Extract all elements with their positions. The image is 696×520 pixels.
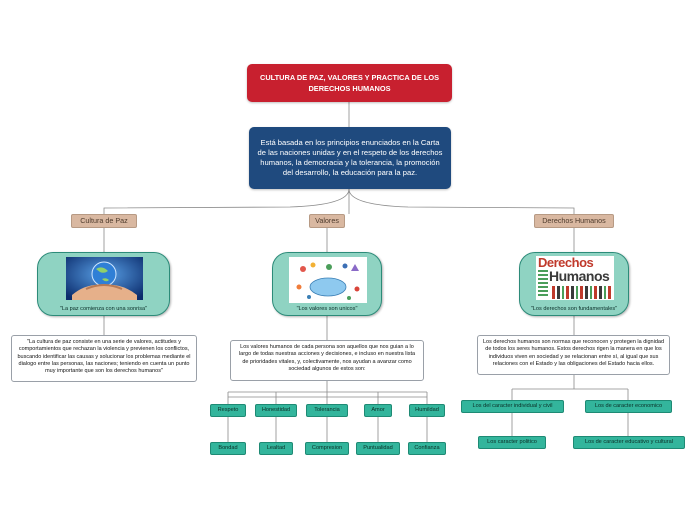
value-confianza[interactable]: Confianza (408, 442, 446, 455)
branch-valores[interactable]: Valores (309, 214, 345, 228)
word-cloud-image: Derechos Humanos (536, 256, 614, 300)
derechos-description[interactable]: Los derechos humanos son normas que reco… (477, 335, 670, 375)
rights-educativo-cultural[interactable]: Los de caracter educativo y cultural (573, 436, 685, 449)
value-bondad[interactable]: Bondad (210, 442, 246, 455)
value-lealtad[interactable]: Lealtad (259, 442, 293, 455)
word-cloud-filler (552, 286, 612, 299)
values-illustration-image (289, 257, 367, 303)
handshake-globe-image (66, 257, 143, 300)
map-title[interactable]: CULTURA DE PAZ, VALORES Y PRACTICA DE LO… (247, 64, 452, 102)
branch-derechos-humanos[interactable]: Derechos Humanos (534, 214, 614, 228)
paz-image-caption: "La paz comienza con una sonrisa" (59, 306, 148, 312)
value-tolerancia[interactable]: Tolerancia (306, 404, 348, 417)
paz-description[interactable]: "La cultura de paz consiste en una serie… (11, 335, 197, 382)
rights-politico[interactable]: Los caracter politico (478, 436, 546, 449)
word-cloud-derechos: Derechos (538, 256, 594, 270)
value-honestidad[interactable]: Honestidad (255, 404, 297, 417)
valores-description[interactable]: Los valores humanos de cada persona son … (230, 340, 424, 381)
derechos-image-caption: "Los derechos son fundamentales" (530, 306, 618, 312)
valores-image-card[interactable]: "Los valores son unicos" (272, 252, 382, 316)
branch-cultura-de-paz[interactable]: Cultura de Paz (71, 214, 137, 228)
value-humildad[interactable]: Humildad (409, 404, 445, 417)
valores-image-caption: "Los valores son unicos" (296, 306, 358, 312)
rights-individual-civil[interactable]: Los del caracter individual y civil (461, 400, 564, 413)
rights-economico[interactable]: Los de caracter economico (585, 400, 672, 413)
main-topic[interactable]: Está basada en los principios enunciados… (249, 127, 451, 189)
paz-image-card[interactable]: "La paz comienza con una sonrisa" (37, 252, 170, 316)
value-puntualidad[interactable]: Puntualidad (356, 442, 400, 455)
value-compresion[interactable]: Compresion (305, 442, 349, 455)
value-amor[interactable]: Amor (364, 404, 392, 417)
word-cloud-humanos: Humanos (549, 268, 610, 284)
derechos-image-card[interactable]: Derechos Humanos "Los derechos son funda… (519, 252, 629, 316)
word-cloud-small-words (538, 270, 548, 298)
value-respeto[interactable]: Respeto (210, 404, 246, 417)
